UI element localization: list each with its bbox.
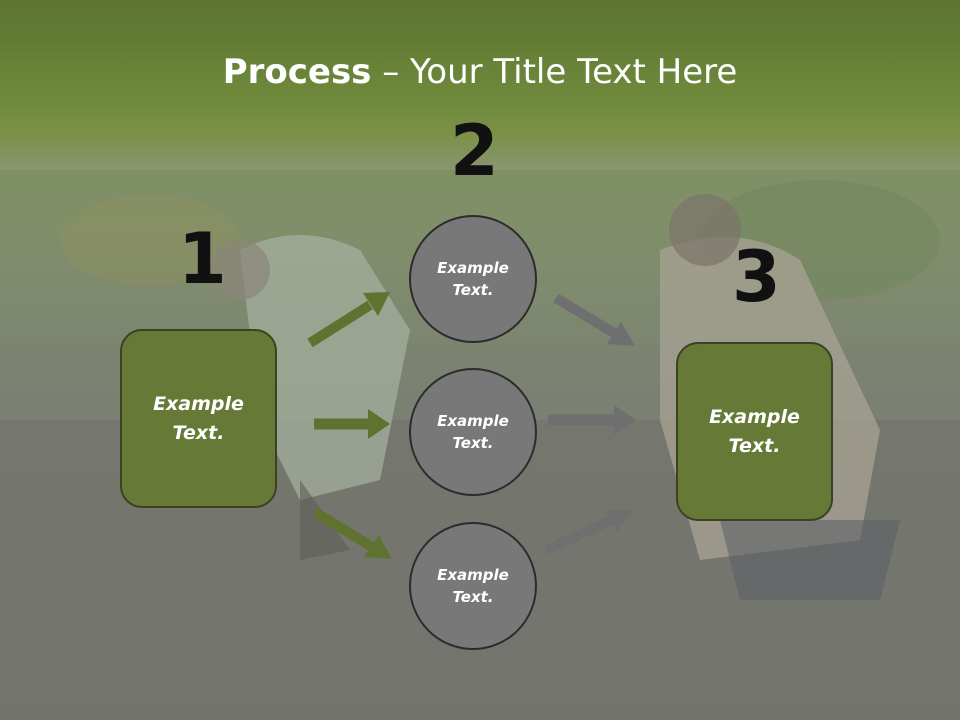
slide-title: Process – Your Title Text Here	[0, 52, 960, 92]
step1-label: Example Text.	[153, 393, 244, 444]
title-rest: – Your Title Text Here	[371, 52, 738, 92]
circle-center-label: Example Text.	[437, 411, 509, 453]
green-arrow-up	[307, 292, 390, 348]
step1-box: Example Text.	[120, 329, 277, 508]
middle-circle-top: Example Text.	[409, 215, 537, 343]
green-arrow-middle	[314, 409, 390, 439]
middle-circle-bottom: Example Text.	[409, 522, 537, 650]
step3-label: Example Text.	[709, 406, 800, 457]
step-number-2: 2	[450, 110, 499, 192]
circle-bottom-label: Example Text.	[437, 565, 509, 607]
circle-top-label: Example Text.	[437, 258, 509, 300]
title-bold: Process	[222, 52, 372, 92]
step-number-3: 3	[732, 236, 781, 318]
step-number-1: 1	[178, 218, 227, 300]
gray-arrow-middle	[548, 405, 636, 435]
step3-box: Example Text.	[676, 342, 833, 521]
green-arrow-down	[312, 507, 392, 559]
middle-circle-center: Example Text.	[409, 368, 537, 496]
gray-arrow-up	[543, 509, 633, 555]
gray-arrow-down	[553, 293, 635, 346]
